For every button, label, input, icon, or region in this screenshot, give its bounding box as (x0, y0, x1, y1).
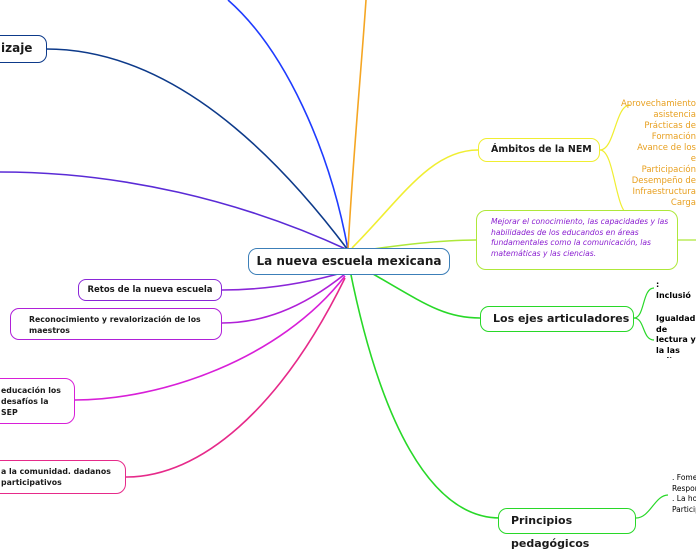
link-retos (221, 271, 346, 291)
aprendizaje-node[interactable]: izaje (0, 35, 47, 63)
ambitos-item: Formación (651, 132, 696, 142)
aprendizaje-label: izaje (1, 41, 33, 55)
ambitos-item: Infraestructura (632, 187, 696, 197)
educacion-node[interactable]: educación los desafíos la SEP (0, 378, 75, 424)
link-principios-sub (635, 494, 669, 519)
link-top-blue (227, 0, 349, 251)
central-topic[interactable]: La nueva escuela mexicana (248, 248, 450, 275)
principios-label: Principios pedagógicos (511, 514, 590, 550)
ejes-item-inclusion: : Inclusión interculturalidad (656, 280, 691, 302)
principios-item: . Fomentar (672, 473, 696, 482)
central-topic-label: La nueva escuela mexicana (256, 254, 442, 268)
ambitos-item: Prácticas de (644, 121, 696, 131)
ambitos-item: asistencia (653, 110, 696, 120)
ambitos-item: Aprovechamiento (620, 99, 696, 109)
link-reconocimiento (221, 273, 346, 324)
link-educacion (74, 275, 346, 401)
comunidad-label: a la comunidad. dadanos participativos (1, 467, 111, 487)
ejes-label: Los ejes articuladores (493, 312, 630, 325)
principios-item: Responsabilidad (672, 483, 696, 493)
link-ambitos-sub (599, 104, 631, 151)
link-principios (349, 269, 501, 519)
principios-item: . La honestidad (672, 494, 696, 503)
link-ambitos (351, 149, 479, 249)
link-aprendizaje (45, 48, 349, 251)
link-ejes-sub1 (633, 287, 655, 319)
ambitos-item: e (690, 154, 696, 164)
mejorar-label: Mejorar el conocimiento, las capacidades… (491, 217, 669, 258)
ambitos-item: Carga (670, 198, 696, 208)
ambitos-item: Participación (641, 165, 696, 175)
ejes-item-igualdad: Igualdad de lectura y la las culturas es… (656, 314, 696, 358)
ambitos-node[interactable]: Ámbitos de la NEM (478, 138, 600, 162)
reconocimiento-label: Reconocimiento y revalorización de los m… (29, 315, 201, 335)
principios-node[interactable]: Principios pedagógicos (498, 508, 636, 550)
link-comunidad (125, 277, 346, 478)
comunidad-node[interactable]: a la comunidad. dadanos participativos (0, 460, 126, 494)
mejorar-node[interactable]: Mejorar el conocimiento, las capacidades… (476, 210, 678, 270)
principios-item: Participación (672, 504, 696, 514)
educacion-label: educación los desafíos la SEP (1, 386, 61, 417)
link-left-indigo (0, 171, 349, 251)
principios-list: . Fomentar Responsabilidad . La honestid… (672, 473, 696, 515)
reconocimiento-node[interactable]: Reconocimiento y revalorización de los m… (10, 308, 222, 340)
link-ejes-sub2 (633, 317, 655, 341)
ambitos-label: Ámbitos de la NEM (491, 144, 592, 155)
ambitos-item: Avance de los (637, 143, 696, 153)
ambitos-item: Desempeño de (631, 176, 696, 186)
ejes-node[interactable]: Los ejes articuladores (480, 306, 634, 332)
retos-node[interactable]: Retos de la nueva escuela (78, 279, 222, 301)
ambitos-list: Aprovechamiento asistencia Prácticas de … (610, 99, 696, 209)
retos-label: Retos de la nueva escuela (87, 285, 213, 295)
link-top-orange (347, 0, 367, 251)
